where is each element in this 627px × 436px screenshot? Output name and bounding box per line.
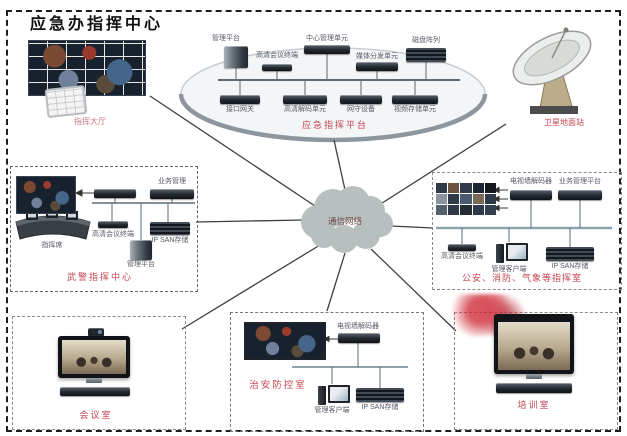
platform-bottom-label-3: 视频存储单元: [394, 106, 436, 113]
touch-panel-tablet: [44, 84, 88, 119]
satellite-label: 卫星地面站: [544, 118, 584, 127]
hd-decoder-unit-icon: [283, 95, 327, 104]
armed-police-ipsan-label: IP SAN存储: [151, 237, 189, 244]
security-room-client-monitor-icon: [328, 385, 350, 403]
decoder-arrows: [74, 186, 508, 343]
security-room-client-label: 管理客户端: [314, 407, 350, 414]
armed-police-ipsan-icon: [150, 222, 190, 235]
agencies-terminal-icon: [448, 244, 476, 251]
disk-array-icon: [406, 48, 446, 62]
bus-and-stem-lines: [92, 54, 612, 388]
security-room-client-tower-icon: [318, 386, 326, 405]
security-room-decoder-icon: [338, 333, 380, 343]
training-room-tv-stand: [526, 374, 542, 379]
meeting-room-tv-screen: [62, 340, 126, 374]
meeting-room-title: 会议室: [79, 410, 113, 420]
agencies-terminal-label: 高清会议终端: [441, 253, 483, 260]
console-label: 指挥席: [41, 242, 63, 249]
platform-top-label-0: 管理平台: [212, 35, 240, 42]
platform-bottom-label-2: 网守设备: [347, 106, 375, 113]
platform-title: 应急指挥平台: [301, 120, 368, 130]
agencies-decoder-icon: [510, 190, 552, 200]
satellite-dish-icon: [512, 27, 592, 114]
security-room-ipsan-label: IP SAN存储: [361, 404, 399, 411]
armed-police-biz-server-icon: [150, 189, 194, 199]
media-unit-icon: [356, 62, 398, 71]
security-room-title: 治安防控室: [249, 380, 307, 391]
platform-bottom-label-0: 接口网关: [226, 106, 254, 113]
meeting-room-box: [12, 316, 186, 430]
gateway-icon: [220, 95, 260, 104]
training-room-tv-screen: [498, 322, 570, 370]
platform-bottom-label-1: 高清解码单元: [284, 106, 326, 113]
cloud-connection-lines: [149, 95, 507, 332]
meeting-room-tv-stand: [86, 378, 102, 383]
agencies-box: [432, 172, 622, 290]
center-mgmt-unit-icon: [304, 45, 350, 54]
platform-top-label-2: 中心管理单元: [306, 35, 348, 42]
security-room-decoder-label: 电视墙解码器: [337, 323, 379, 330]
agencies-ipsan-label: IP SAN存储: [551, 263, 589, 270]
platform-top-label-1: 高清会议终端: [256, 52, 298, 59]
agencies-client-tower-icon: [496, 244, 504, 263]
mgmt-platform-server-icon: [224, 46, 248, 68]
video-storage-unit-icon: [392, 95, 438, 104]
agencies-platform-server-icon: [558, 190, 602, 200]
cloud-label: 通信网络: [327, 216, 362, 226]
command-hall-label: 指挥大厅: [74, 117, 106, 126]
security-room-box: [230, 312, 424, 432]
armed-police-video-wall: [16, 176, 76, 214]
agencies-title: 公安、消防、气象等指挥室: [461, 273, 582, 283]
agencies-platform-label: 业务管理平台: [559, 178, 601, 185]
agencies-client-label: 管理客户端: [491, 266, 527, 273]
armed-police-decoder-icon: [94, 189, 136, 198]
security-room-ipsan-icon: [356, 388, 404, 402]
agencies-client-monitor-icon: [506, 243, 528, 261]
armed-police-title: 武警指挥中心: [66, 272, 133, 282]
armed-police-terminal-label: 高清会议终端: [92, 231, 134, 238]
platform-top-label-4: 磁盘阵列: [412, 37, 440, 44]
agencies-tv-wall-grid: [436, 183, 496, 215]
hd-terminal-icon: [262, 64, 292, 71]
armed-police-biz-label: 业务管理: [158, 178, 186, 185]
cloud-icon: [301, 186, 393, 253]
platform-ellipse: [178, 47, 488, 143]
armed-police-box: [10, 166, 198, 292]
training-room-tv: [494, 314, 574, 374]
meeting-room-tv: [58, 336, 130, 378]
page-title: 应急办指挥中心: [30, 16, 164, 33]
security-room-monitor: [244, 322, 326, 360]
armed-police-mgmt-label: 管理平台: [127, 261, 155, 268]
agencies-ipsan-icon: [546, 247, 594, 261]
meeting-room-terminal-icon: [60, 387, 130, 396]
gatekeeper-icon: [340, 95, 382, 104]
armed-police-mgmt-tower-icon: [130, 240, 152, 260]
training-room-title: 培训室: [517, 400, 551, 410]
training-room-terminal-icon: [496, 383, 572, 393]
meeting-room-camera-icon: [88, 328, 104, 337]
agencies-decoder-label: 电视墙解码器: [510, 178, 552, 185]
platform-top-label-3: 媒体分发单元: [356, 53, 398, 60]
armed-police-terminal-icon: [98, 221, 128, 228]
command-hall-video-wall: [28, 40, 146, 96]
